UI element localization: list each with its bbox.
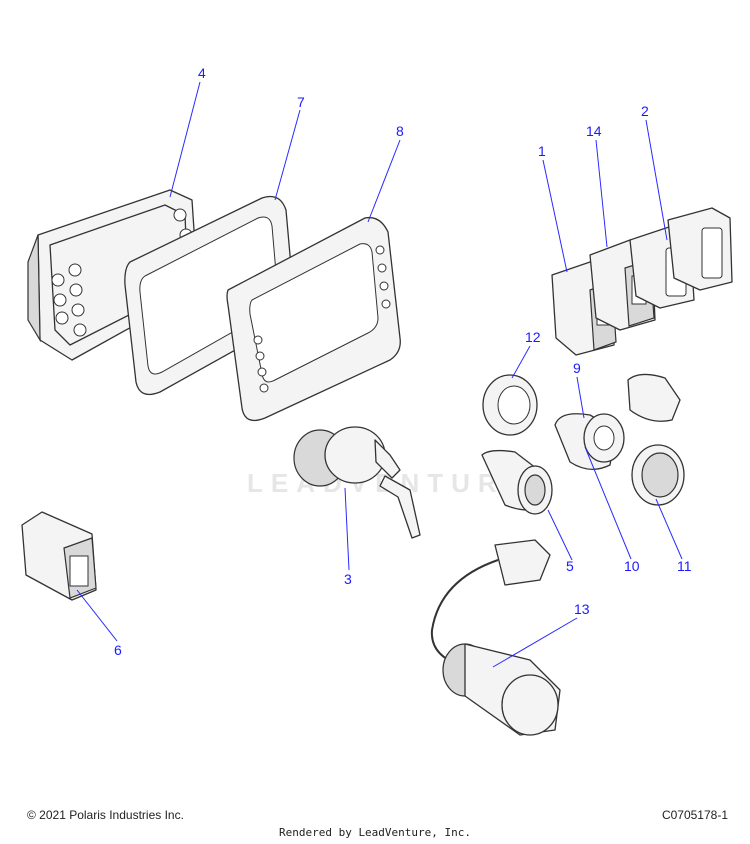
part-12-retaining-nut[interactable] xyxy=(482,374,538,436)
part-5-12v-socket[interactable] xyxy=(481,449,553,515)
part-13-usb-harness[interactable] xyxy=(430,539,561,736)
part-7-gasket-frame[interactable] xyxy=(124,195,295,396)
callout-14: 14 xyxy=(586,123,602,139)
copyright-text: © 2021 Polaris Industries Inc. xyxy=(27,808,184,822)
callout-5: 5 xyxy=(566,558,574,574)
callout-10: 10 xyxy=(624,558,640,574)
part-2-switch-blanks[interactable] xyxy=(629,207,733,309)
callouts: 4 7 8 1 14 2 12 9 3 5 10 11 6 13 xyxy=(114,65,692,658)
callout-12: 12 xyxy=(525,329,541,345)
callout-7: 7 xyxy=(297,94,305,110)
callout-9: 9 xyxy=(573,360,581,376)
part-3-ignition-switch[interactable] xyxy=(293,426,421,539)
diagram-code: C0705178-1 xyxy=(661,808,728,822)
callout-4: 4 xyxy=(198,65,206,81)
callout-13: 13 xyxy=(574,601,590,617)
callout-3: 3 xyxy=(344,571,352,587)
callout-8: 8 xyxy=(396,123,404,139)
part-4-display-housing[interactable] xyxy=(27,189,199,361)
part-6-rocker-switch[interactable] xyxy=(21,511,97,601)
leader-lines xyxy=(76,81,683,668)
part-9-power-outlet[interactable] xyxy=(554,413,625,470)
part-11-outlet-cover[interactable] xyxy=(627,373,685,506)
callout-6: 6 xyxy=(114,642,122,658)
callout-2: 2 xyxy=(641,103,649,119)
part-8-bezel[interactable] xyxy=(226,216,401,422)
callout-1: 1 xyxy=(538,143,546,159)
callout-11: 11 xyxy=(677,558,692,574)
rendered-by-text: Rendered by LeadVenture, Inc. xyxy=(278,826,472,839)
